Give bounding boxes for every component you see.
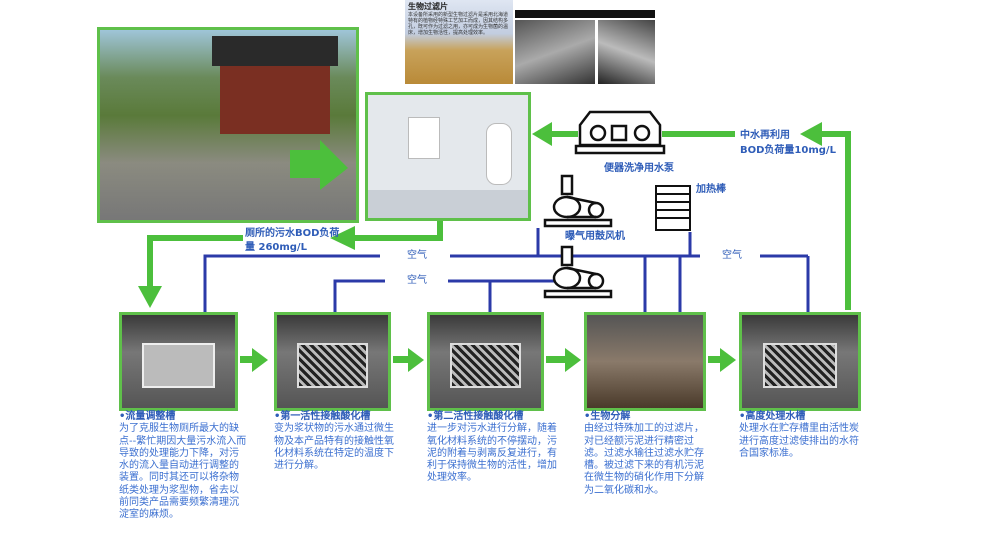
tank-title: •高度处理水槽 [739, 411, 806, 422]
air-label: 空气 [407, 250, 427, 261]
micrograph-photo-2 [598, 20, 655, 84]
tank-text: 变为浆状物的污水通过微生物及本产品特有的接触性氧化材料系统在特定的温度下进行分解… [274, 423, 394, 472]
flow-adjust-tank-photo [119, 312, 238, 411]
pump-label: 便器洗净用水泵 [604, 163, 674, 174]
tank-text: 由经过特殊加工的过滤片，对已经额污泥进行精密过滤。过滤水输往过滤水贮存槽。被过滤… [584, 423, 704, 496]
sewage-flow-arrow [138, 220, 443, 308]
toilet-tank [408, 117, 440, 159]
tank-description: •生物分解 由经过特殊加工的过滤片，对已经额污泥进行精密过滤。过滤水输往过滤水贮… [584, 411, 706, 497]
filter-title: 生物过滤片 [408, 2, 448, 11]
tank-flow-arrows [240, 348, 736, 372]
advanced-treatment-tank-photo [739, 312, 861, 411]
toilet-photo [365, 92, 531, 221]
heater-icon [655, 185, 691, 231]
tank-text: 处理水在贮存槽里由活性炭进行高度过滤使排出的水符合国家标准。 [739, 423, 859, 459]
blower-icon [543, 174, 613, 228]
air-label: 空气 [407, 275, 427, 286]
first-contact-oxidation-tank-photo [274, 312, 391, 411]
pump-icon [574, 110, 666, 155]
tank-text: 为了克服生物厕所最大的缺点--繁忙期因大量污水流入而导致的处理能力下降，对污水的… [119, 423, 247, 521]
tank-description: •流量调整槽 为了克服生物厕所最大的缺点--繁忙期因大量污水流入而导致的处理能力… [119, 411, 247, 522]
filter-text: 本设备所采用的新型生物过滤片是采用北海道特有的植物经特殊工艺加工而成，因其结构多… [408, 12, 509, 36]
filter-panel: 生物过滤片 本设备所采用的新型生物过滤片是采用北海道特有的植物经特殊工艺加工而成… [408, 2, 508, 36]
second-contact-oxidation-tank-photo [427, 312, 544, 411]
blower-icon [543, 245, 613, 299]
tank-description: •第二活性接触酸化槽 进一步对污水进行分解，随着氧化材料系统的不停摆动，污泥的附… [427, 411, 559, 485]
reuse-flow-arrow [532, 122, 851, 310]
tank-description: •高度处理水槽 处理水在贮存槽里由活性炭进行高度过滤使排出的水符合国家标准。 [739, 411, 867, 460]
green-arrow-icon [290, 140, 348, 190]
toilet-building-photo [97, 27, 359, 223]
micrograph-header-bar [515, 10, 655, 18]
bio-decomposition-tank-photo [584, 312, 706, 411]
air-label: 空气 [722, 250, 742, 261]
heater-label: 加热棒 [696, 184, 726, 195]
toilet-sewage-label-2: 量 260mg/L [245, 242, 307, 253]
reuse-label: 中水再利用 [740, 130, 790, 141]
urinal [486, 123, 512, 185]
tank-title: •生物分解 [584, 411, 631, 422]
micrograph-photo-1 [515, 20, 595, 84]
tank-title: •流量调整槽 [119, 411, 176, 422]
floor [368, 190, 528, 218]
blower-label: 曝气用鼓风机 [565, 231, 625, 242]
reuse-bod-label: BOD负荷量10mg/L [740, 145, 836, 156]
tank-text: 进一步对污水进行分解，随着氧化材料系统的不停摆动，污泥的附着与剥离反复进行，有利… [427, 423, 557, 484]
toilet-sewage-label: 厕所的污水BOD负荷 [245, 228, 340, 239]
filter-chip-photo [405, 0, 513, 84]
tank-title: •第二活性接触酸化槽 [427, 411, 524, 422]
building-roof [212, 36, 338, 66]
tank-description: •第一活性接触酸化槽 变为浆状物的污水通过微生物及本产品特有的接触性氧化材料系统… [274, 411, 400, 472]
tank-title: •第一活性接触酸化槽 [274, 411, 371, 422]
